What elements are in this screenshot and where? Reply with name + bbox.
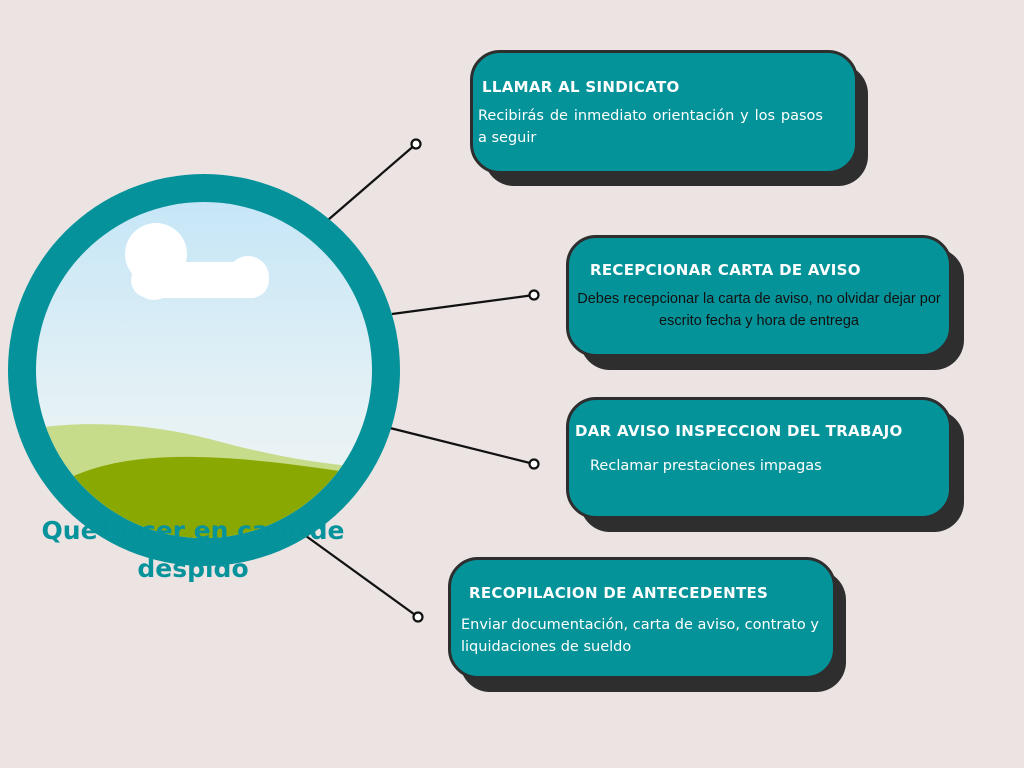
step-title-4: RECOPILACION DE ANTECEDENTES xyxy=(469,584,769,602)
step-text-4: Enviar documentación, carta de aviso, co… xyxy=(461,617,819,655)
step-title-2: RECEPCIONAR CARTA DE AVISO xyxy=(590,261,861,279)
connector-dot-1 xyxy=(410,138,422,150)
step-text-1: Recibirás de inmediato orientación y los… xyxy=(478,108,823,146)
connector-dot-2 xyxy=(528,289,540,301)
central-title: Que hacer en caso de despido xyxy=(41,516,345,583)
step-title-3: DAR AVISO INSPECCION DEL TRABAJO xyxy=(575,422,903,440)
central-hub: Que hacer en caso de despido xyxy=(8,174,400,583)
step-card-4: RECOPILACION DE ANTECEDENTES Enviar docu… xyxy=(448,557,836,679)
step-title-1: LLAMAR AL SINDICATO xyxy=(482,78,680,96)
step-card-2: RECEPCIONAR CARTA DE AVISO Debes recepci… xyxy=(566,235,952,357)
connector-line-3 xyxy=(389,426,535,466)
connector-dot-4 xyxy=(412,611,424,623)
connector-dot-3 xyxy=(528,458,540,470)
landscape-illustration xyxy=(36,202,372,538)
step-card-1: LLAMAR AL SINDICATO Recibirás de inmedia… xyxy=(470,50,858,174)
connector-line-1 xyxy=(327,143,417,221)
step-text-2: Debes recepcionar la carta de aviso, no … xyxy=(577,291,941,329)
front-hill xyxy=(36,456,372,538)
cloud-icon xyxy=(125,223,269,300)
step-text-3: Reclamar prestaciones impagas xyxy=(590,458,822,474)
step-card-3: DAR AVISO INSPECCION DEL TRABAJO Reclama… xyxy=(566,397,952,519)
connector-line-4 xyxy=(305,535,419,618)
connector-line-2 xyxy=(391,293,535,316)
